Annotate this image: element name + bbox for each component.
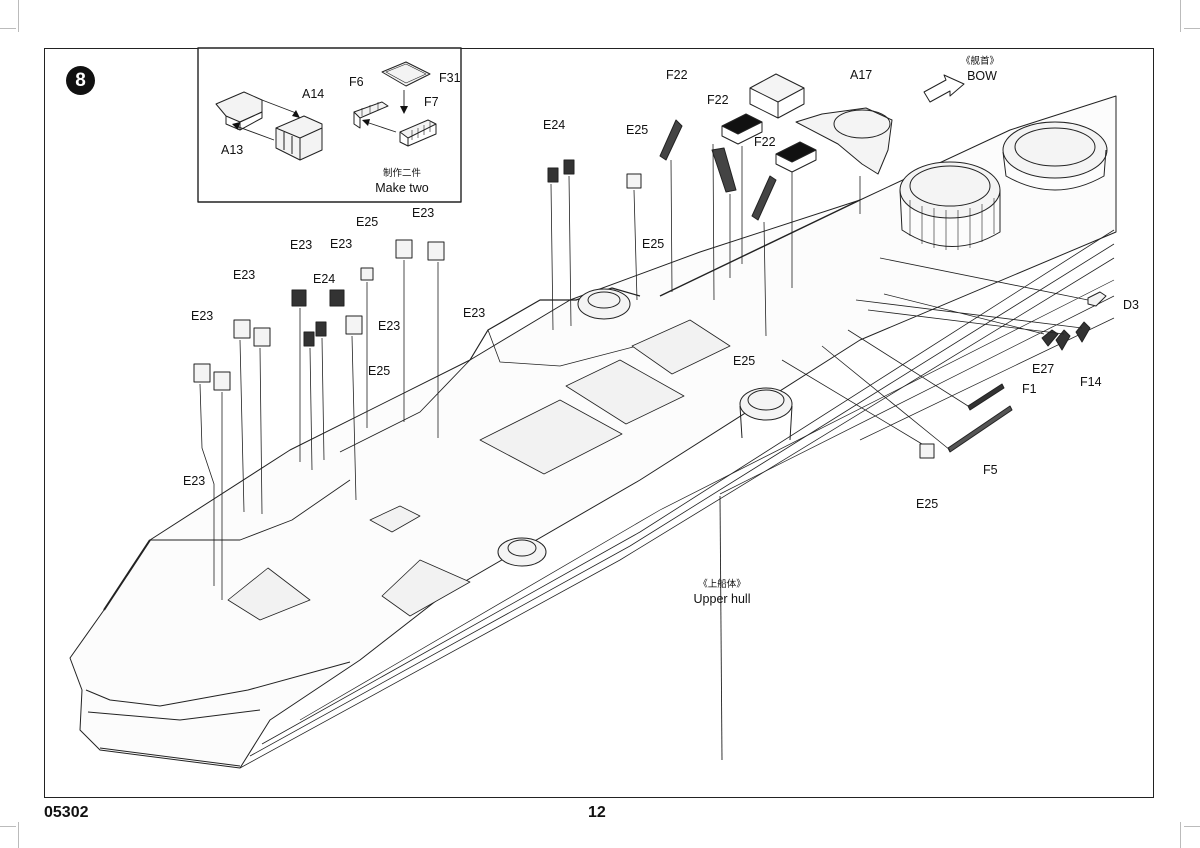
crop-mark [1180, 822, 1181, 848]
label-e25: E25 [642, 237, 665, 251]
part-d3 [1087, 291, 1107, 307]
label-e23: E23 [290, 238, 313, 252]
part-f22 [721, 113, 763, 145]
upper-hull-label: Upper hull [693, 592, 751, 606]
bracket-part-a14 [275, 115, 323, 161]
label-f7: F7 [424, 95, 439, 109]
deck-plate [227, 567, 311, 621]
crop-mark [0, 28, 16, 29]
assembly-arrow [235, 125, 275, 141]
part-f14 [1075, 321, 1091, 343]
label-e25: E25 [916, 497, 939, 511]
upper-hull-label-cn: 《上船体》 [698, 579, 746, 590]
turret-ring [497, 537, 547, 567]
part-e25 [360, 173, 935, 459]
label-a17: A17 [850, 68, 873, 82]
leader-lines [199, 143, 1089, 600]
part-f22 [711, 147, 737, 193]
part-f22 [751, 175, 777, 221]
label-f31: F31 [439, 71, 461, 85]
label-f22: F22 [754, 135, 776, 149]
part-f5 [947, 405, 1013, 453]
label-e23: E23 [233, 268, 256, 282]
crop-mark [18, 822, 19, 848]
barbette [1002, 121, 1108, 191]
label-a14: A14 [302, 87, 325, 101]
label-f6: F6 [349, 75, 364, 89]
part-f1 [967, 383, 1005, 411]
part-f31 [381, 61, 431, 87]
label-f14: F14 [1080, 375, 1102, 389]
label-f1: F1 [1022, 382, 1037, 396]
label-e23: E23 [191, 309, 214, 323]
label-f22: F22 [666, 68, 688, 82]
assembly-arrowhead [400, 106, 408, 114]
part-f22 [659, 119, 683, 161]
bracket-part-a13 [215, 91, 263, 131]
bow-label-cn: 《舰首》 [960, 56, 1000, 67]
label-e25: E25 [626, 123, 649, 137]
label-e23: E23 [330, 237, 353, 251]
label-e25: E25 [356, 215, 379, 229]
deck-plate [565, 359, 685, 425]
label-f22: F22 [707, 93, 729, 107]
label-e27: E27 [1032, 362, 1055, 376]
assembly-arrowhead [292, 110, 300, 118]
label-a13: A13 [221, 143, 244, 157]
crop-mark [1180, 0, 1181, 32]
label-e25: E25 [733, 354, 756, 368]
crop-mark [0, 826, 16, 827]
label-e24: E24 [543, 118, 566, 132]
label-f5: F5 [983, 463, 998, 477]
deck-plate [631, 319, 731, 375]
make-two-note: Make two [375, 181, 429, 195]
turret-ring [577, 288, 631, 320]
part-f22 [775, 141, 817, 173]
part-e24 [291, 159, 575, 347]
deck-plate [479, 399, 623, 475]
step-frame [44, 48, 1154, 798]
part-a17 [795, 107, 893, 175]
deck-plate [381, 559, 471, 617]
make-two-note-cn: 制作二件 [382, 168, 422, 179]
part-f7 [399, 119, 437, 147]
box-part [749, 73, 805, 119]
part-e27 [1041, 329, 1059, 347]
barbette [899, 161, 1001, 250]
page-number: 12 [588, 804, 606, 821]
label-e23: E23 [463, 306, 486, 320]
turret-ring [739, 387, 793, 441]
label-e23: E23 [412, 206, 435, 220]
deck-plate [369, 505, 421, 533]
bow-direction-arrow [923, 74, 965, 103]
bow-label: BOW [967, 69, 997, 83]
assembly-arrowhead [232, 122, 240, 130]
part-f6 [353, 101, 389, 129]
label-e24: E24 [313, 272, 336, 286]
step-number-badge: 8 [66, 66, 95, 95]
label-e23: E23 [183, 474, 206, 488]
crop-mark [1184, 28, 1200, 29]
part-e23 [193, 239, 445, 391]
label-d3: D3 [1123, 298, 1139, 312]
label-e25: E25 [368, 364, 391, 378]
crop-mark [18, 0, 19, 32]
label-e23: E23 [378, 319, 401, 333]
crop-mark [1184, 826, 1200, 827]
product-code: 05302 [44, 804, 89, 821]
